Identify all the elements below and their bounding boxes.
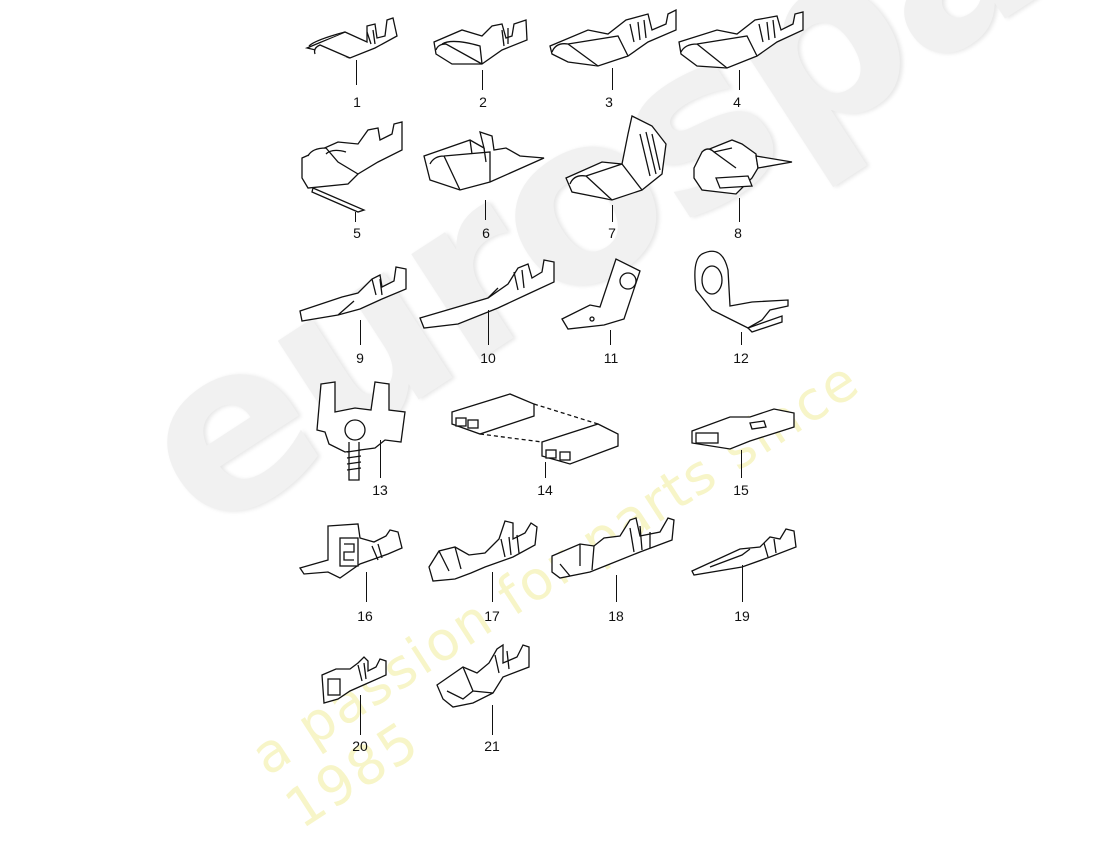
part-15-drawing[interactable] <box>690 405 800 450</box>
part-12-leader <box>741 332 742 345</box>
part-13-leader <box>380 440 381 478</box>
part-17-drawing[interactable] <box>425 517 555 587</box>
part-11-drawing[interactable] <box>560 255 660 330</box>
part-8-label[interactable]: 8 <box>734 225 742 241</box>
part-3-drawing[interactable] <box>548 8 678 70</box>
part-1-leader <box>356 60 357 85</box>
part-4-drawing[interactable] <box>677 11 805 72</box>
part-4-leader <box>739 70 740 90</box>
part-14-leader <box>545 462 546 478</box>
part-16-drawing[interactable] <box>298 522 423 582</box>
part-17-label[interactable]: 17 <box>484 608 500 624</box>
part-13-drawing[interactable] <box>315 381 410 482</box>
part-8-leader <box>739 198 740 222</box>
part-15-label[interactable]: 15 <box>733 482 749 498</box>
part-3-label[interactable]: 3 <box>605 94 613 110</box>
part-2-label[interactable]: 2 <box>479 94 487 110</box>
part-14-drawing[interactable] <box>450 390 620 475</box>
part-20-drawing[interactable] <box>320 655 395 710</box>
part-1-drawing[interactable] <box>304 17 405 63</box>
part-5-drawing[interactable] <box>298 118 408 213</box>
part-10-leader <box>488 310 489 345</box>
part-2-drawing[interactable] <box>432 19 532 70</box>
part-11-label[interactable]: 11 <box>603 350 619 366</box>
part-21-label[interactable]: 21 <box>484 738 500 754</box>
part-15-leader <box>741 450 742 478</box>
part-1-label[interactable]: 1 <box>353 94 361 110</box>
part-10-drawing[interactable] <box>418 258 558 329</box>
part-7-leader <box>612 205 613 222</box>
part-19-drawing[interactable] <box>690 527 800 577</box>
part-9-drawing[interactable] <box>298 265 410 325</box>
part-8-drawing[interactable] <box>692 138 797 198</box>
part-17-leader <box>492 572 493 602</box>
part-11-leader <box>610 330 611 345</box>
part-9-leader <box>360 320 361 345</box>
part-16-label[interactable]: 16 <box>357 608 373 624</box>
part-6-label[interactable]: 6 <box>482 225 490 241</box>
part-14-label[interactable]: 14 <box>537 482 553 498</box>
part-18-drawing[interactable] <box>550 516 690 586</box>
part-10-label[interactable]: 10 <box>480 350 496 366</box>
part-2-leader <box>482 70 483 90</box>
part-9-label[interactable]: 9 <box>356 350 364 366</box>
part-20-label[interactable]: 20 <box>352 738 368 754</box>
part-12-label[interactable]: 12 <box>733 350 749 366</box>
part-18-leader <box>616 575 617 602</box>
part-7-label[interactable]: 7 <box>608 225 616 241</box>
part-5-label[interactable]: 5 <box>353 225 361 241</box>
part-21-leader <box>492 705 493 735</box>
part-18-label[interactable]: 18 <box>608 608 624 624</box>
part-16-leader <box>366 572 367 602</box>
part-7-drawing[interactable] <box>562 114 672 204</box>
part-4-label[interactable]: 4 <box>733 94 741 110</box>
part-19-label[interactable]: 19 <box>734 608 750 624</box>
part-20-leader <box>360 695 361 735</box>
part-12-drawing[interactable] <box>692 250 792 335</box>
part-6-drawing[interactable] <box>420 128 550 198</box>
part-3-leader <box>612 68 613 90</box>
part-19-leader <box>742 565 743 602</box>
part-6-leader <box>485 200 486 220</box>
part-5-leader <box>355 212 356 222</box>
part-13-label[interactable]: 13 <box>372 482 388 498</box>
part-21-drawing[interactable] <box>433 643 548 713</box>
